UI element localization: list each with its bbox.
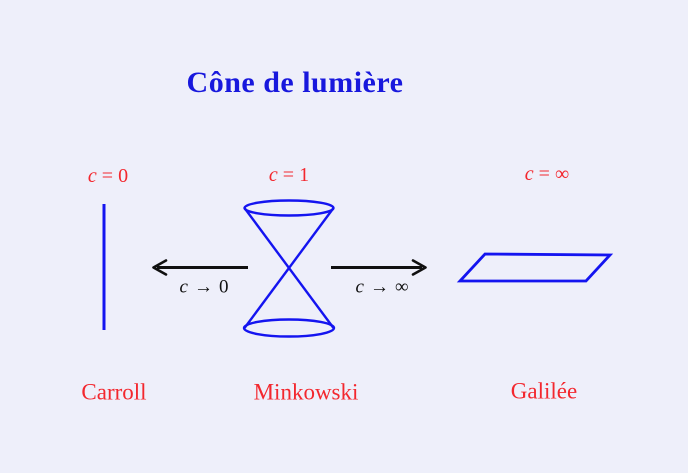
- light-cone-edge-right: [243, 207, 335, 329]
- equation-variable: c: [355, 276, 364, 298]
- equation-relation: =: [282, 164, 295, 186]
- equation-c-equals-1: c=1: [269, 165, 309, 185]
- equation-c-equals-0: c=0: [88, 166, 128, 186]
- equation-relation: =: [538, 163, 550, 185]
- arrow-right-head: [411, 259, 427, 276]
- light-cone-bottom-ellipse: [242, 318, 336, 338]
- equation-relation: =: [101, 165, 114, 187]
- model-label-minkowski: Minkowski: [253, 379, 359, 405]
- light-cone-shape: [242, 199, 336, 338]
- transition-label-c-to-0: c→0: [180, 278, 229, 297]
- model-label-galilee: Galilée: [510, 378, 578, 404]
- light-cone-top-ellipse: [243, 199, 335, 217]
- equation-variable: c: [268, 164, 278, 186]
- equation-value: 1: [299, 164, 310, 186]
- equation-value: 0: [218, 276, 229, 298]
- equation-value: ∞: [554, 163, 570, 185]
- equation-variable: c: [179, 276, 188, 298]
- model-label-carroll: Carroll: [81, 379, 147, 405]
- equation-value: ∞: [394, 276, 409, 298]
- equation-relation: →: [369, 276, 389, 298]
- page-title: Cône de lumière: [186, 66, 404, 99]
- arrow-right-icon: [331, 259, 427, 276]
- galilee-plane-shape: [456, 252, 614, 283]
- equation-c-equals-infinity: c=∞: [525, 164, 569, 184]
- arrow-left-head: [152, 259, 168, 276]
- equation-variable: c: [87, 165, 97, 187]
- equation-value: 0: [118, 165, 129, 187]
- arrow-left-icon: [152, 259, 248, 276]
- equation-variable: c: [524, 163, 534, 185]
- equation-relation: →: [193, 276, 213, 298]
- transition-label-c-to-infinity: c→∞: [356, 278, 409, 297]
